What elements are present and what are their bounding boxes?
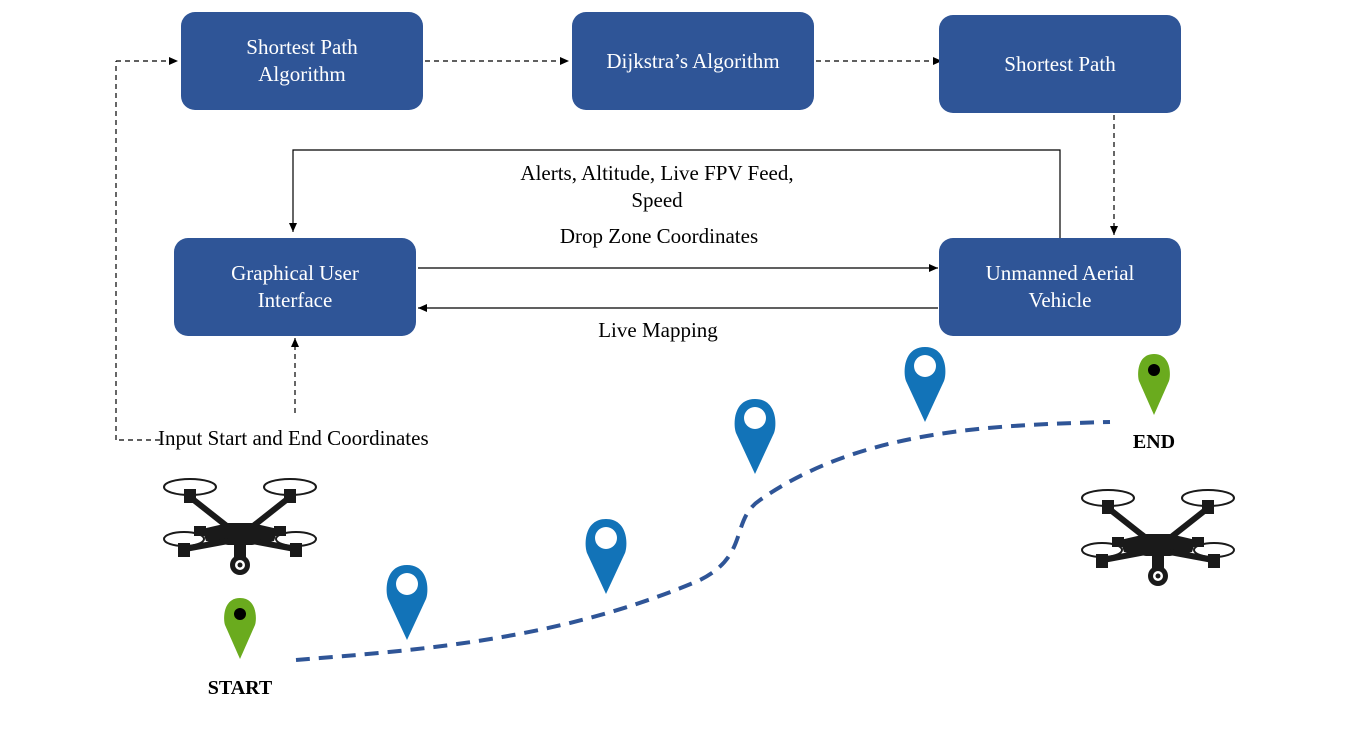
location-pin-icon — [386, 565, 428, 640]
end-drone-icon — [1082, 490, 1234, 586]
end-map-pin-icon — [1138, 354, 1170, 415]
node-unmanned-aerial-vehicle: Unmanned Aerial Vehicle — [939, 238, 1181, 336]
flight-route-line — [295, 420, 1111, 662]
location-pin-icon — [904, 347, 946, 422]
edge-input-to-algorithm — [115, 57, 178, 441]
node-shortest-path-algorithm: Shortest Path Algorithm — [181, 12, 423, 110]
location-pin-icon — [734, 399, 776, 474]
node-dijkstras-algorithm: Dijkstra’s Algorithm — [572, 12, 814, 110]
start-drone-icon — [164, 479, 316, 575]
start-map-pin-icon — [224, 598, 256, 659]
edge-label-telemetry: Alerts, Altitude, Live FPV Feed, Speed — [520, 161, 794, 212]
start-label: START — [207, 677, 273, 699]
end-label: END — [1132, 431, 1176, 453]
node-graphical-user-interface: Graphical User Interface — [174, 238, 416, 336]
edge-label-live-mapping: Live Mapping — [598, 318, 718, 342]
edge-label-input-coordinates: Input Start and End Coordinates — [158, 426, 429, 450]
location-pin-icon — [585, 519, 627, 594]
edge-uav-to-gui-telemetry — [289, 149, 1061, 238]
edge-label-drop-zone: Drop Zone Coordinates — [559, 224, 759, 248]
node-shortest-path: Shortest Path — [939, 15, 1181, 113]
